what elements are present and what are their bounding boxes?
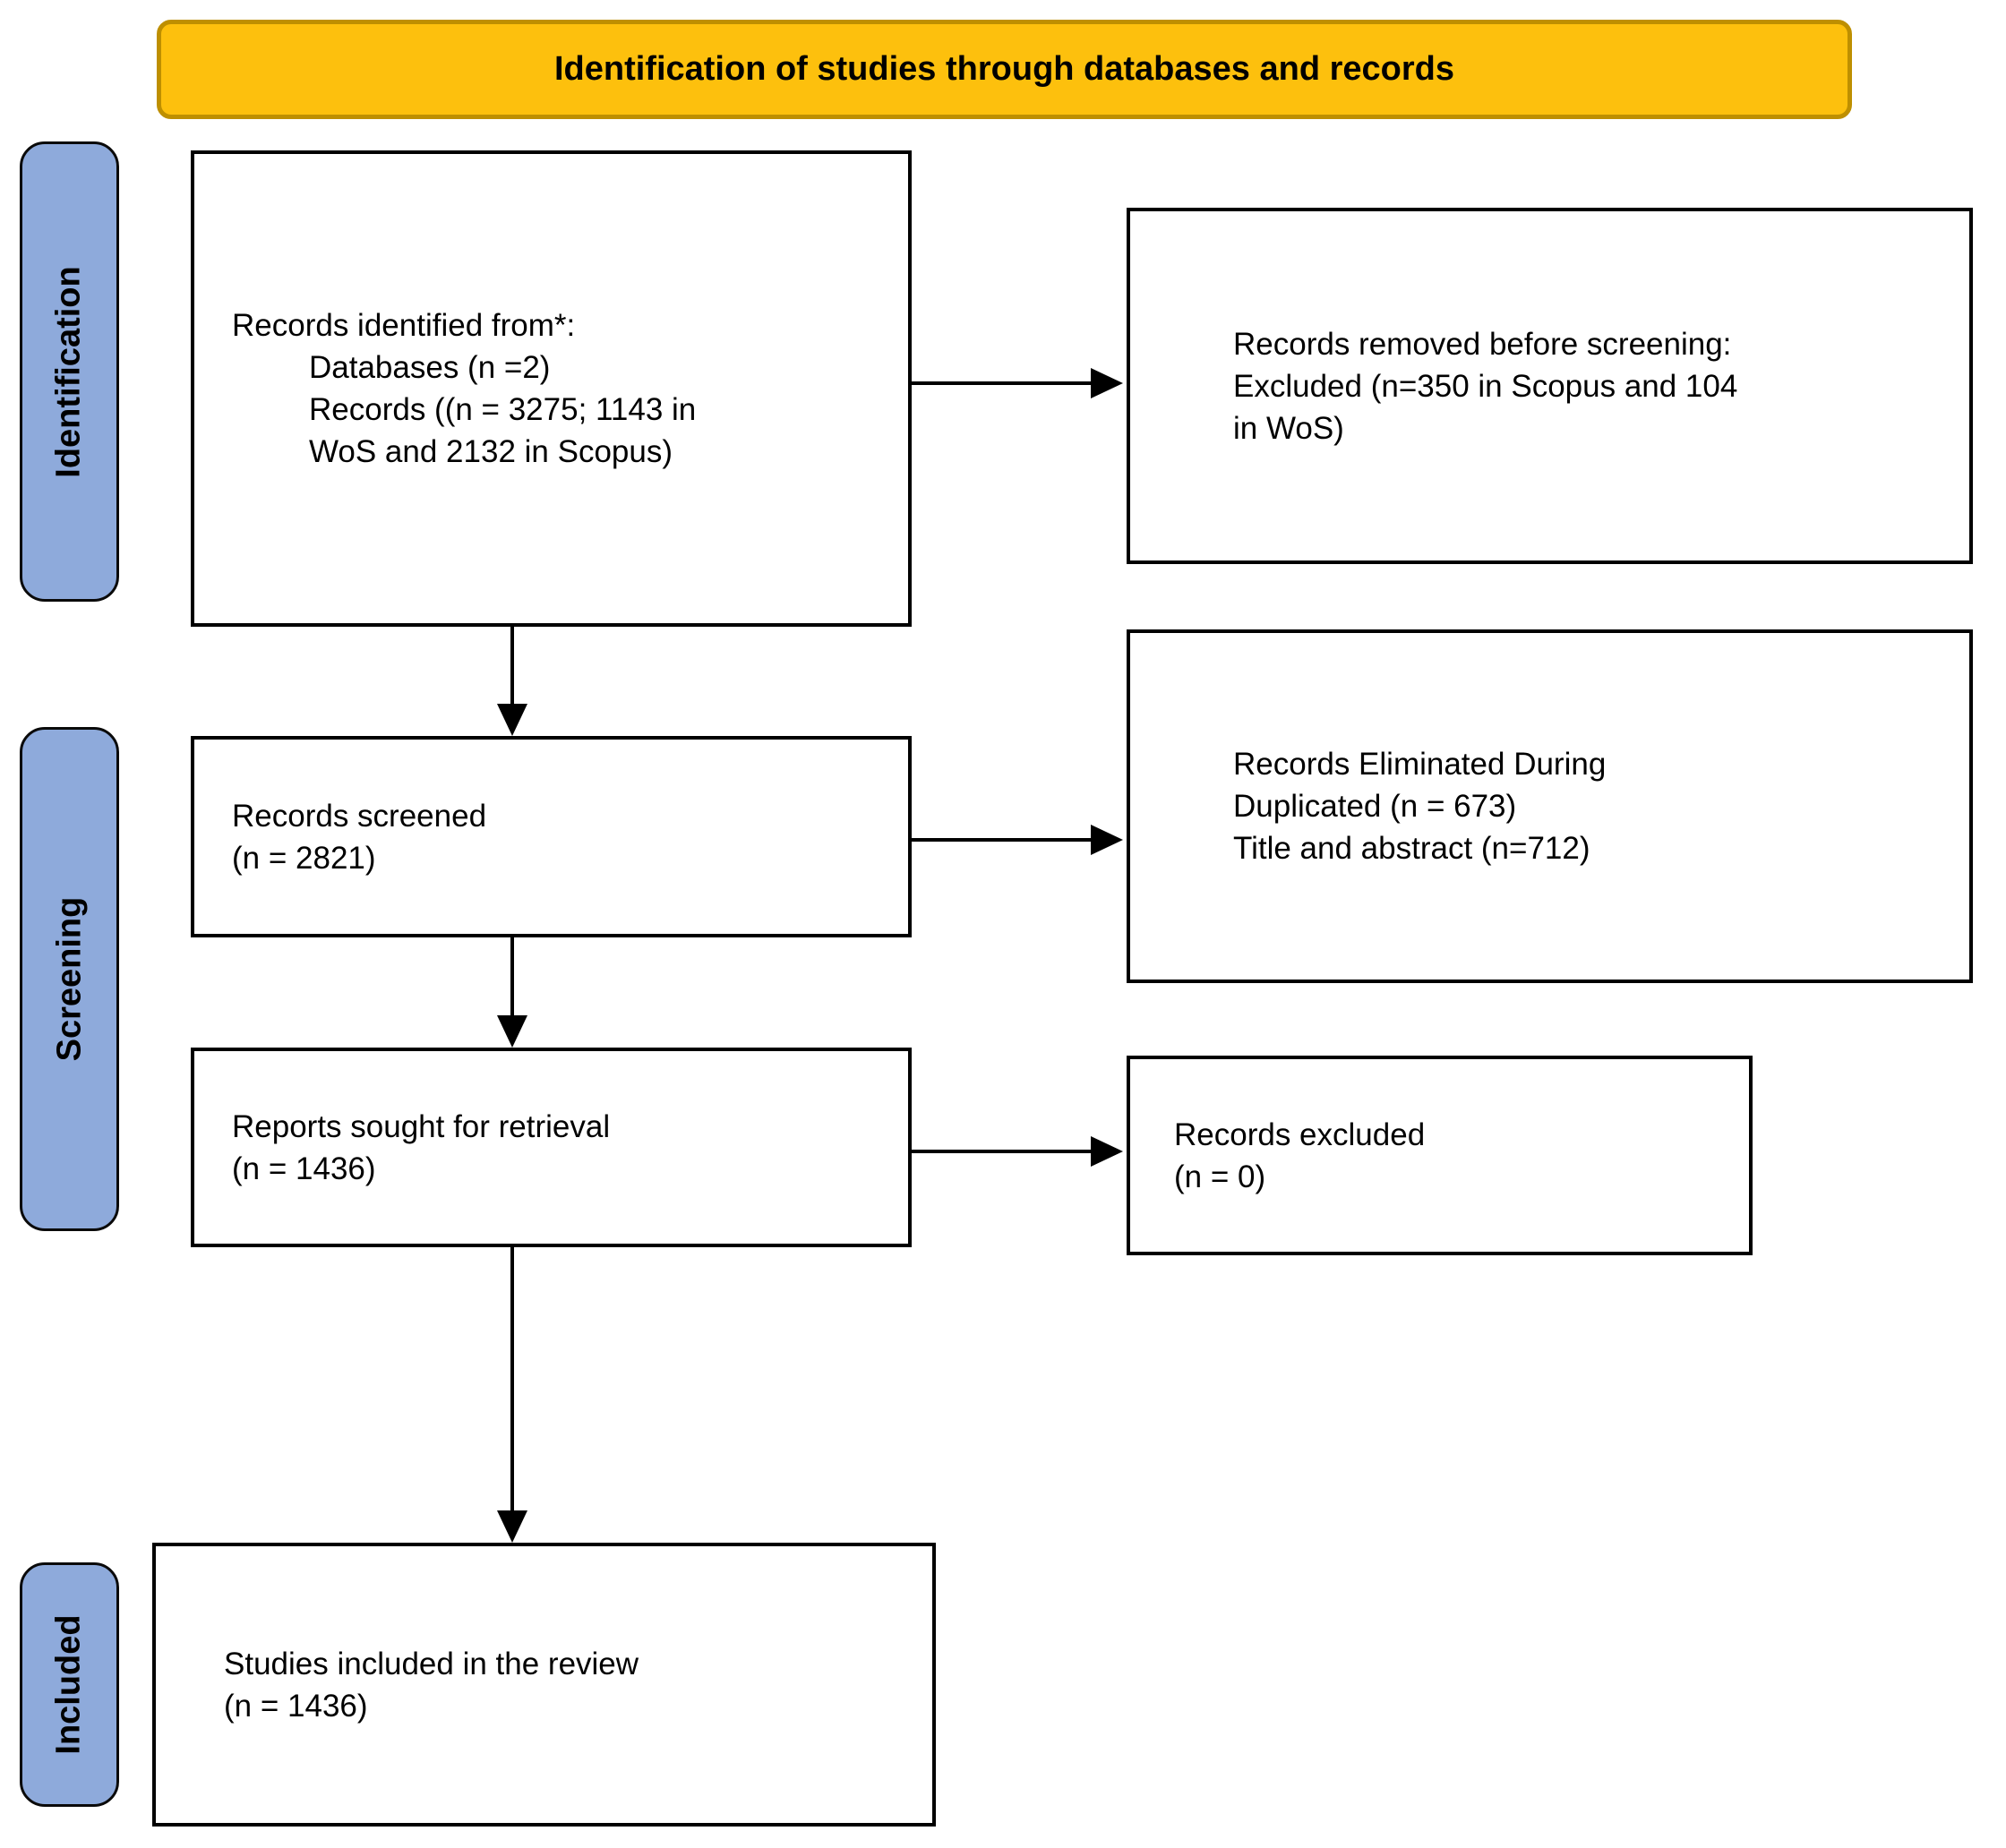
box-records-identified: Records identified from*: Databases (n =… — [191, 150, 912, 627]
stage-label-text: Included — [50, 1614, 89, 1755]
arrow-head — [497, 1015, 527, 1048]
text-line: Records screened — [232, 798, 487, 834]
arrow-head — [497, 1510, 527, 1543]
box-studies-included: Studies included in the review (n = 1436… — [152, 1543, 936, 1827]
text-line: Records ((n = 3275; 1143 in — [309, 392, 697, 427]
box-records-removed: Records removed before screening: Exclud… — [1127, 208, 1973, 564]
text-line: in WoS) — [1233, 410, 1344, 446]
text-line: Records Eliminated During — [1233, 747, 1607, 782]
stage-label-screening: Screening — [20, 727, 119, 1231]
text-line: Title and abstract (n=712) — [1233, 831, 1590, 866]
text-line: WoS and 2132 in Scopus) — [309, 434, 673, 469]
text-line: Reports sought for retrieval — [232, 1108, 611, 1144]
stage-label-text: Screening — [50, 896, 89, 1062]
text-line: Studies included in the review — [224, 1646, 639, 1681]
text-line: Records excluded — [1174, 1116, 1426, 1152]
text-line: Duplicated (n = 673) — [1233, 789, 1517, 824]
text-line: Records identified from*: — [232, 308, 576, 343]
text-line: (n = 2821) — [232, 840, 376, 876]
arrow-line — [912, 1150, 1093, 1153]
text-line: Databases (n =2) — [309, 350, 551, 385]
text-line: (n = 1436) — [224, 1688, 368, 1724]
arrow-head — [1091, 368, 1123, 398]
arrow-line — [912, 838, 1093, 842]
title-banner: Identification of studies through databa… — [157, 20, 1852, 119]
box-records-eliminated: Records Eliminated During Duplicated (n … — [1127, 629, 1973, 983]
arrow-line — [510, 1247, 514, 1512]
text-line: (n = 1436) — [232, 1151, 376, 1186]
title-text: Identification of studies through databa… — [553, 50, 1455, 88]
stage-label-included: Included — [20, 1562, 119, 1807]
arrow-head — [497, 704, 527, 736]
stage-label-identification: Identification — [20, 141, 119, 602]
arrow-head — [1091, 825, 1123, 855]
arrow-line — [912, 381, 1093, 385]
box-records-screened: Records screened (n = 2821) — [191, 736, 912, 937]
arrow-line — [510, 627, 514, 707]
box-records-excluded: Records excluded (n = 0) — [1127, 1056, 1753, 1255]
box-reports-sought: Reports sought for retrieval (n = 1436) — [191, 1048, 912, 1247]
stage-label-text: Identification — [50, 265, 89, 478]
arrow-line — [510, 937, 514, 1017]
text-line: Records removed before screening: — [1233, 326, 1732, 362]
text-line: (n = 0) — [1174, 1159, 1266, 1194]
text-line: Excluded (n=350 in Scopus and 104 — [1233, 368, 1738, 404]
arrow-head — [1091, 1136, 1123, 1167]
